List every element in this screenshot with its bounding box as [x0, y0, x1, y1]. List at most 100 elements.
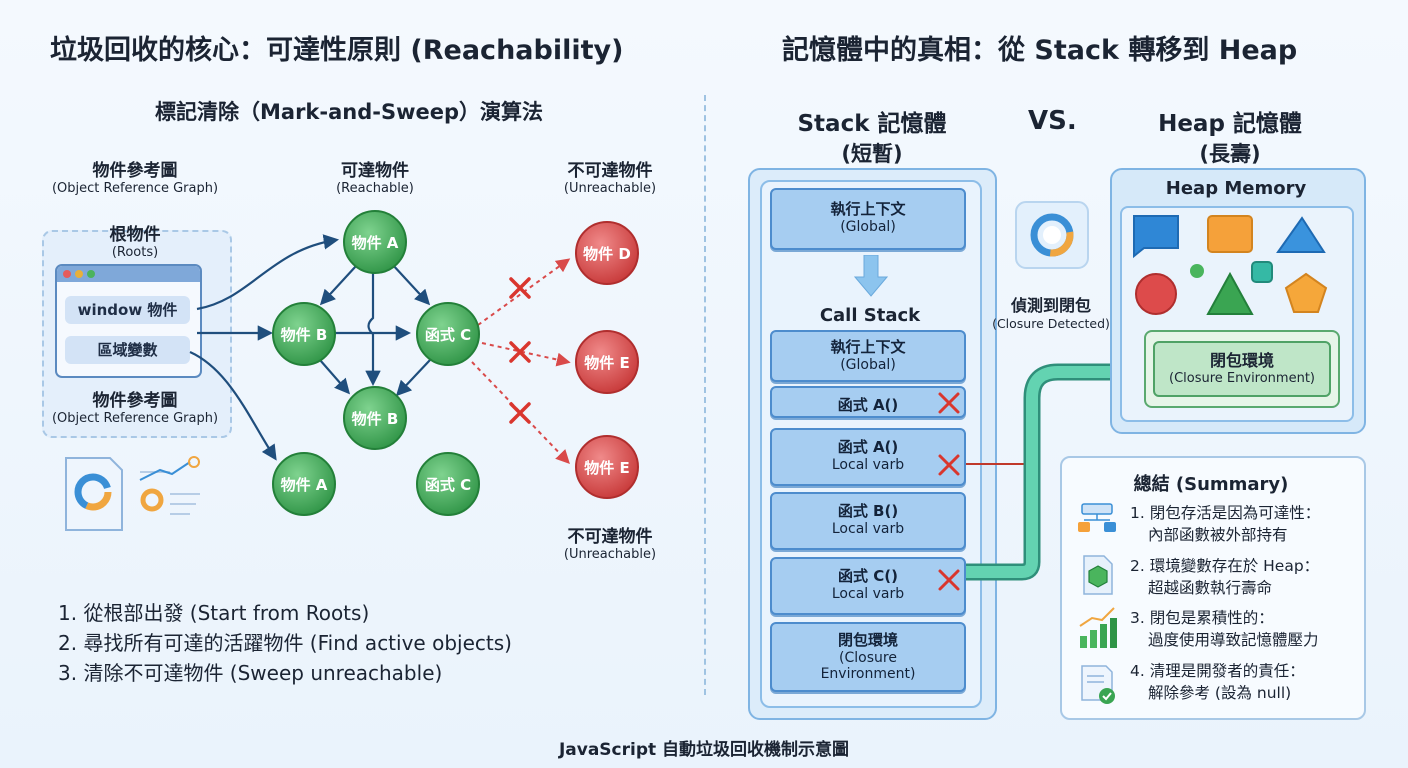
small-circle-icon — [1190, 264, 1204, 278]
figure-caption: JavaScript 自動垃圾回收機制示意圖 — [558, 740, 850, 760]
reachable-label: 可達物件 — [341, 161, 409, 181]
node-c-label: 函式 C — [425, 326, 471, 344]
right-title: 記憶體中的真相：從 Stack 轉移到 Heap — [782, 35, 1298, 66]
summary-item-line1: 3. 閉包是累積性的： — [1130, 609, 1274, 627]
step-item: 3. 清除不可達物件 (Sweep unreachable) — [58, 661, 443, 685]
summary-item-line2: 過度使用導致記憶體壓力 — [1148, 631, 1319, 649]
call-stack-label: Call Stack — [819, 305, 921, 326]
pentagon-shape-icon — [1284, 272, 1328, 313]
roots-label-en: (Roots) — [111, 245, 159, 260]
stack-frame-func-a: 函式 A() — [770, 386, 966, 418]
node-d-label: 物件 D — [583, 245, 631, 263]
node-e1: 物件 E — [575, 330, 639, 394]
node-a2: 物件 A — [272, 452, 336, 516]
cross-mark-icon — [938, 392, 960, 414]
node-b-label: 物件 B — [281, 326, 328, 344]
closure-detected: 偵測到閉包 (Closure Detected) — [985, 292, 1117, 331]
cross-mark-icon — [509, 277, 531, 424]
summary-icons — [1078, 503, 1117, 704]
small-square-icon — [1251, 261, 1273, 283]
unreachable-label-bottom: 不可達物件 — [567, 527, 653, 547]
edge-a-b2 — [365, 270, 381, 387]
unreachable-heading-bottom: 不可達物件 (Unreachable) — [530, 522, 690, 562]
cross-mark-icon — [938, 454, 960, 476]
stack-frame-func-a-local: 函式 A() Local varb — [770, 428, 966, 486]
func-b-local-sub: Local varb — [831, 521, 905, 537]
edge-window-a — [196, 234, 340, 311]
closure-env-sub2: Environment) — [820, 666, 916, 682]
closure-env-label: 閉包環境 — [837, 631, 898, 649]
node-b: 物件 B — [272, 302, 336, 366]
down-arrow-icon — [854, 255, 888, 297]
circle-shape-icon — [1135, 273, 1177, 315]
report-chart-icon — [65, 456, 200, 531]
heap-title: Heap 記憶體 — [1158, 111, 1302, 137]
node-d: 物件 D — [575, 221, 639, 285]
heap-objects-icons — [1133, 215, 1328, 315]
node-c2: 函式 C — [416, 452, 480, 516]
checklist-done-icon — [1081, 665, 1115, 704]
window-titlebar — [57, 266, 200, 282]
stack-cross-marks — [938, 392, 960, 591]
left-subtitle: 標記清除（Mark-and-Sweep）演算法 — [155, 100, 544, 124]
summary-item-line1: 4. 清理是開發者的責任： — [1130, 662, 1305, 680]
maximize-dot-icon — [87, 270, 95, 278]
step-item: 2. 尋找所有可達的活躍物件 (Find active objects) — [58, 631, 512, 655]
left-title: 垃圾回收的核心：可達性原則 (Reachability) — [50, 35, 624, 66]
func-a-label: 函式 A() — [837, 396, 899, 414]
heap-closure-env: 閉包環境 (Closure Environment) — [1153, 341, 1331, 397]
reference-graph: 物件 A 物件 B 函式 C 物件 B 物件 A 函式 C 物件 D 物件 E … — [189, 210, 639, 516]
node-e1-label: 物件 E — [584, 354, 629, 372]
exec-context-global-top: 執行上下文 (Global) — [770, 188, 966, 250]
node-c: 函式 C — [416, 302, 480, 366]
exec-context-global: 執行上下文 (Global) — [770, 330, 966, 382]
triangle-green-icon — [1206, 271, 1254, 315]
summary-item: 3. 閉包是累積性的： 過度使用導致記憶體壓力 — [1130, 607, 1319, 651]
node-a-label: 物件 A — [352, 234, 399, 252]
node-b2: 物件 B — [343, 386, 407, 450]
closure-env-sub: (Closure — [839, 650, 897, 666]
bar-chart-growth-icon — [1079, 607, 1117, 648]
summary-item: 1. 閉包存活是因為可達性： 內部函數被外部持有 — [1130, 502, 1320, 546]
stack-frame-func-c-local: 函式 C() Local varb — [770, 557, 966, 615]
closure-detected-label: 偵測到閉包 — [1010, 296, 1091, 315]
cross-mark-icon — [938, 569, 960, 591]
func-a-local-sub: Local varb — [831, 457, 905, 473]
stack-frame-closure-env: 閉包環境 (Closure Environment) — [770, 622, 966, 692]
node-e2-label: 物件 E — [584, 459, 629, 477]
edge-a-b — [319, 265, 357, 306]
heap-memory-label: Heap Memory — [1165, 178, 1307, 199]
triangle-shape-icon — [1276, 216, 1326, 253]
summary-item-line2: 內部函數被外部持有 — [1148, 526, 1288, 544]
stack-frame-func-b-local: 函式 B() Local varb — [770, 492, 966, 550]
summary-item-line1: 2. 環境變數存在於 Heap： — [1130, 557, 1320, 575]
exec-context-sub: (Global) — [840, 219, 896, 235]
heap-closure-sub: (Closure Environment) — [1169, 371, 1315, 386]
vs-label: VS. — [1028, 106, 1077, 136]
edge-a-c — [391, 263, 431, 306]
exec-context-sub: (Global) — [840, 357, 896, 373]
edge-local-a2 — [189, 350, 277, 461]
node-a: 物件 A — [343, 210, 407, 274]
stack-sub: (短暫) — [841, 142, 903, 166]
summary-title: 總結 (Summary) — [1133, 474, 1289, 495]
summary-item: 4. 清理是開發者的責任： 解除參考 (設為 null) — [1130, 660, 1305, 704]
document-cube-icon — [1083, 555, 1113, 595]
minimize-dot-icon — [75, 270, 83, 278]
speech-shape-icon — [1133, 215, 1179, 259]
edge-c-d — [477, 258, 571, 326]
window-object-item: window 物件 — [65, 296, 190, 324]
panel-divider — [704, 95, 706, 695]
node-b2-label: 物件 B — [352, 410, 399, 428]
stack-title: Stack 記憶體 — [797, 111, 947, 137]
func-c-local-label: 函式 C() — [838, 567, 898, 585]
unreachable-label: 不可達物件 — [567, 161, 653, 181]
graph-label-bottom-en: (Object Reference Graph) — [51, 411, 219, 426]
roots-heading: 根物件 (Roots) — [42, 220, 228, 260]
heap-closure-label: 閉包環境 — [1209, 351, 1274, 370]
summary-item-line2: 解除參考 (設為 null) — [1148, 684, 1292, 702]
graph-label: 物件參考圖 — [92, 161, 178, 181]
reachable-heading: 可達物件 (Reachable) — [300, 156, 450, 196]
close-dot-icon — [63, 270, 71, 278]
edge-c-e2 — [471, 361, 570, 465]
